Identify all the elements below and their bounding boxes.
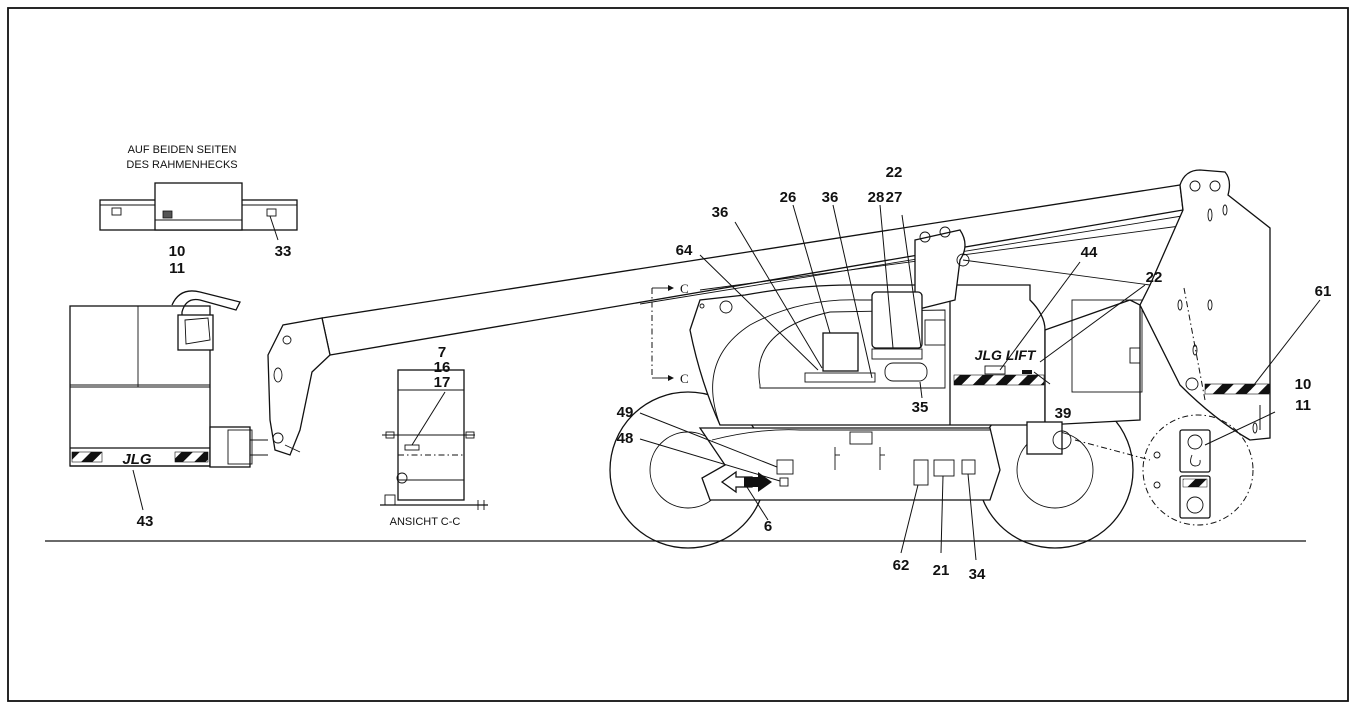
callout-16: 16 [434,359,451,376]
callout-43: 43 [137,513,154,530]
callout-21: 21 [933,562,950,579]
callout-62: 62 [893,557,910,574]
chassis: JLG LIFT [609,169,1271,549]
callout-26: 26 [780,189,797,206]
platform: JLG 43 [69,290,268,530]
rear-frame-view: AUF BEIDEN SEITEN DES RAHMENHECKS 10 11 … [99,144,298,277]
section-mark-top: C [680,281,689,296]
rear-caption-line1: AUF BEIDEN SEITEN [128,144,237,156]
turntable-body [689,284,1046,426]
boom [267,184,1184,456]
detail-circle [1142,414,1254,526]
callout-rear-11: 11 [169,260,185,277]
callout-35: 35 [912,399,929,416]
callout-44: 44 [1081,244,1098,261]
callout-64: 64 [676,242,693,259]
callout-36-left: 36 [712,204,729,221]
chassis-frame [698,427,1001,501]
section-mark-bottom: C [680,371,689,386]
rear-caption-line2: DES RAHMENHECKS [126,159,237,171]
callout-48: 48 [617,430,634,447]
chassis-logo-decal: JLG LIFT [975,347,1037,363]
callout-17: 17 [434,374,451,391]
page-frame [7,7,1349,702]
callout-22-top: 22 [886,164,903,181]
callout-10: 10 [1295,376,1312,393]
section-caption: ANSICHT C-C [390,516,461,528]
section-view-cc: ANSICHT C-C 7 16 17 [380,344,488,528]
callout-22-right: 22 [1146,269,1163,286]
callout-27: 27 [886,189,903,206]
lift-point-decal [1179,429,1211,473]
callout-7: 7 [438,344,446,361]
callout-rear-33: 33 [275,243,292,260]
callout-28: 28 [868,189,885,206]
platform-logo-decal: JLG [122,451,152,468]
leader-lines [639,204,1321,561]
callout-61: 61 [1315,283,1332,300]
callouts-main: 64 36 26 36 28 22 27 44 22 61 10 11 35 3… [617,164,1332,583]
callout-11: 11 [1295,397,1311,414]
callout-36-right: 36 [822,189,839,206]
section-marker: C C [651,281,689,386]
callout-39: 39 [1055,405,1072,422]
callout-49: 49 [617,404,634,421]
callout-rear-10: 10 [169,243,186,260]
callout-34: 34 [969,566,986,583]
callout-6: 6 [764,518,772,535]
